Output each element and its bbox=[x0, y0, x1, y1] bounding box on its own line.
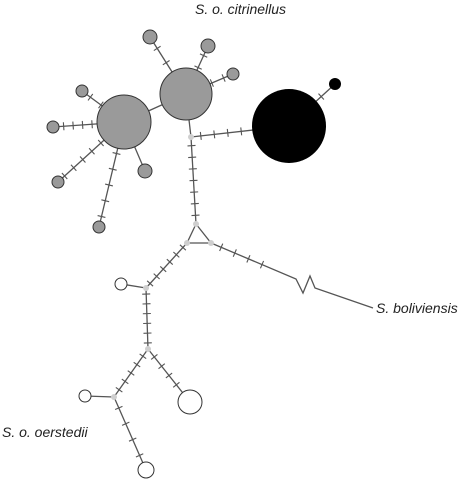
mutation-tick bbox=[219, 243, 224, 252]
mutation-tick bbox=[97, 139, 104, 147]
haplotype-node-citrinellus-small bbox=[92, 220, 106, 234]
mutation-tick bbox=[121, 378, 129, 385]
mutation-tick bbox=[165, 372, 173, 379]
mutation-tick bbox=[209, 79, 214, 87]
mutation-tick bbox=[133, 361, 141, 368]
mutation-tick bbox=[139, 353, 147, 359]
mutation-tick bbox=[199, 53, 208, 58]
mutation-tick bbox=[172, 381, 180, 388]
haplotype-node-citrinellus-small bbox=[75, 84, 89, 98]
mutation-tick bbox=[153, 273, 160, 280]
mutation-tick bbox=[135, 453, 144, 458]
mutation-tick bbox=[166, 258, 174, 266]
haplotype-node-black-small bbox=[329, 78, 341, 90]
mutation-tick bbox=[72, 121, 74, 130]
mutation-tick bbox=[62, 122, 65, 131]
edge-boliviensis bbox=[210, 242, 374, 309]
label-s-o-oerstedii: S. o. oerstedii bbox=[2, 424, 88, 440]
mutation-tick bbox=[79, 156, 86, 163]
median-vector-node bbox=[111, 394, 117, 400]
edge-trunk-3 bbox=[145, 287, 149, 350]
mutation-tick bbox=[70, 164, 77, 172]
mutation-tick bbox=[108, 167, 117, 171]
haplotype-node-citrinellus-small bbox=[51, 175, 65, 189]
median-vector-node bbox=[193, 221, 199, 227]
median-vector-node bbox=[184, 240, 190, 246]
mutation-tick bbox=[162, 60, 170, 66]
network-nodes bbox=[46, 29, 341, 479]
mutation-tick bbox=[97, 215, 106, 218]
mutation-tick bbox=[199, 131, 202, 140]
mutation-tick bbox=[104, 183, 114, 187]
mutation-tick bbox=[259, 260, 265, 269]
haplotype-node-citrinellus-small bbox=[46, 120, 60, 134]
haplotype-node-oerstedii-medium bbox=[137, 461, 155, 479]
edge-trunk-2 bbox=[145, 242, 188, 289]
mutation-tick bbox=[91, 120, 93, 129]
mutation-tick bbox=[232, 249, 237, 257]
mutation-tick bbox=[101, 199, 110, 203]
haplotype-node-citrinellus-small bbox=[226, 67, 240, 81]
mutation-tick bbox=[221, 74, 226, 82]
haplotype-node-oerstedii-small bbox=[114, 277, 128, 291]
mutation-tick bbox=[98, 101, 104, 109]
median-vector-node bbox=[143, 285, 149, 291]
mutation-tick bbox=[127, 370, 135, 376]
mutation-tick bbox=[114, 405, 123, 411]
haplotype-node-citrinellus-large-2 bbox=[159, 67, 213, 121]
mutation-tick bbox=[213, 130, 216, 139]
mutation-tick bbox=[158, 363, 166, 370]
edge-o-bottom bbox=[113, 396, 147, 471]
mutation-tick bbox=[194, 65, 202, 70]
mutation-tick bbox=[240, 127, 243, 136]
mutation-tick bbox=[318, 93, 325, 100]
haplotype-node-citrinellus-large-1 bbox=[96, 94, 152, 150]
mutation-tick bbox=[128, 437, 137, 442]
mutation-tick bbox=[153, 45, 161, 52]
haplotype-node-black-large bbox=[252, 89, 326, 163]
median-vector-node bbox=[188, 134, 194, 140]
mutation-tick bbox=[179, 244, 187, 251]
median-vector-node bbox=[208, 240, 214, 246]
label-s-o-citrinellus: S. o. citrinellus bbox=[195, 1, 287, 17]
mutation-tick bbox=[121, 421, 130, 426]
mutation-tick bbox=[173, 251, 180, 258]
haplotype-node-citrinellus-small bbox=[142, 29, 158, 45]
mutation-tick bbox=[88, 147, 95, 155]
mutation-tick bbox=[159, 265, 167, 273]
haplotype-node-citrinellus-small bbox=[200, 38, 216, 54]
haplotype-node-oerstedii-large bbox=[177, 389, 203, 415]
haplotype-node-oerstedii-small bbox=[78, 389, 92, 403]
median-vector-node bbox=[145, 346, 151, 352]
mutation-tick bbox=[81, 120, 84, 129]
mutation-tick bbox=[61, 172, 68, 180]
mutation-tick bbox=[87, 93, 94, 101]
label-s-boliviensis: S. boliviensis bbox=[376, 300, 458, 316]
mutation-tick bbox=[146, 280, 154, 287]
mutation-tick bbox=[150, 354, 158, 360]
edge-trunk-loop bbox=[185, 223, 213, 244]
haplotype-node-citrinellus-small bbox=[137, 163, 153, 179]
mutation-tick bbox=[115, 387, 123, 393]
mutation-tick bbox=[112, 152, 121, 155]
mutation-tick bbox=[246, 254, 251, 263]
network-edges bbox=[52, 36, 374, 471]
mutation-tick bbox=[226, 128, 229, 137]
